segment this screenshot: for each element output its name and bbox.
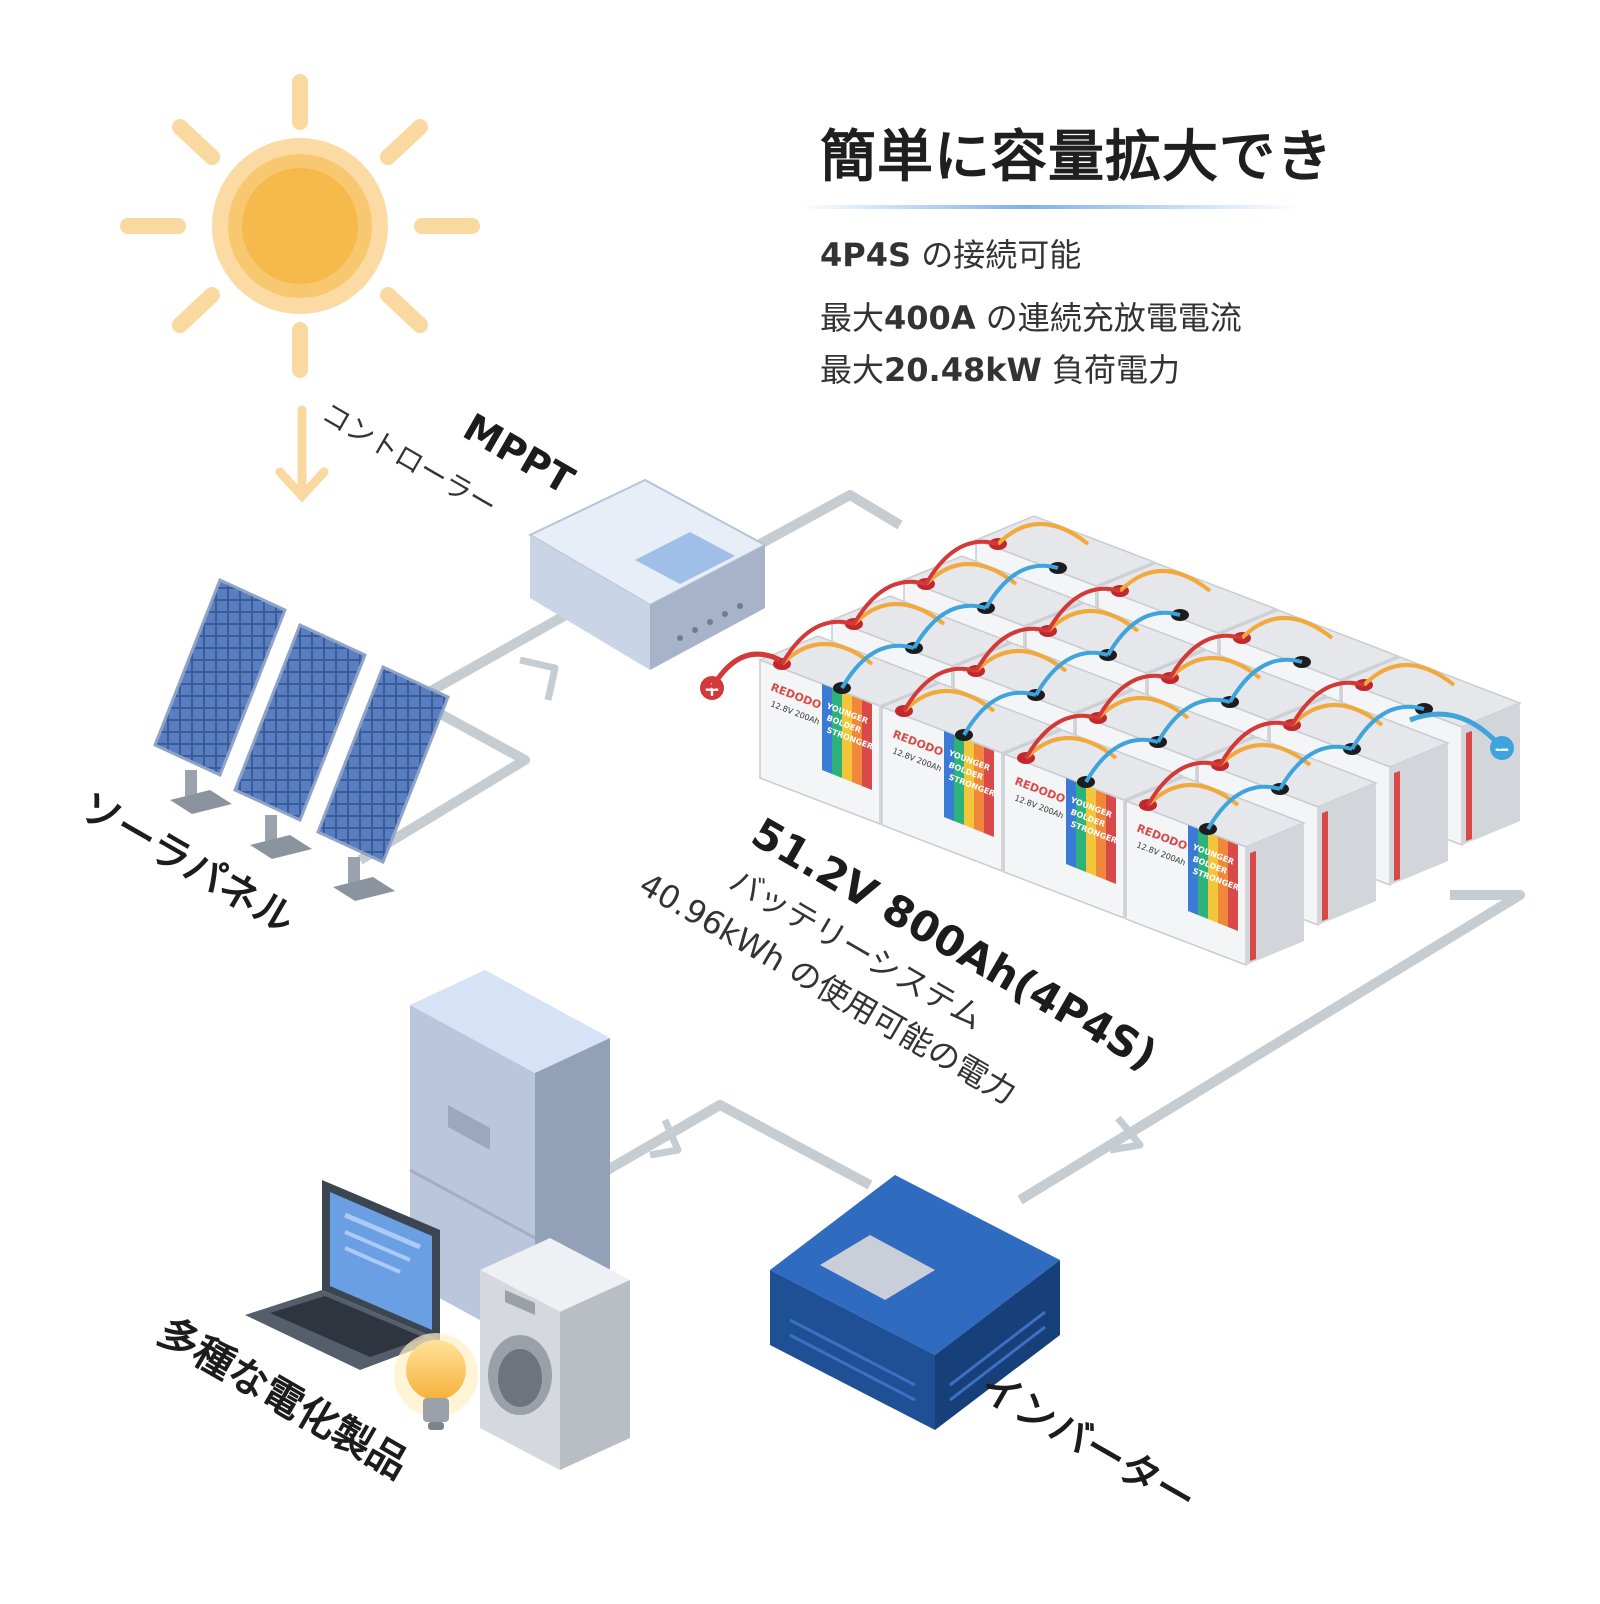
battery-positive-terminal: + bbox=[700, 676, 724, 701]
parallel-cable-red bbox=[1168, 633, 1243, 680]
wiring bbox=[357, 490, 1525, 1205]
flow-arrow-2 bbox=[1109, 1115, 1144, 1154]
main-negative-cable bbox=[1409, 711, 1504, 750]
page-heading: 簡単に容量拡大でき bbox=[820, 125, 1333, 190]
solar-panels-icon bbox=[153, 577, 450, 901]
series-cable bbox=[924, 562, 1018, 586]
parallel-cable-blue bbox=[912, 603, 987, 650]
flow-arrow-3 bbox=[649, 1118, 682, 1159]
series-cable bbox=[902, 689, 996, 713]
series-cable bbox=[1096, 696, 1190, 720]
parallel-cable-blue bbox=[1350, 704, 1425, 751]
solar-panel-1 bbox=[153, 577, 287, 814]
parallel-cable-blue bbox=[1206, 784, 1281, 831]
series-cable bbox=[780, 642, 874, 666]
parallel-cable-blue bbox=[1034, 650, 1109, 697]
series-cable bbox=[996, 522, 1090, 546]
wire-mppt-to-battery bbox=[737, 490, 903, 560]
parallel-cable-red bbox=[974, 626, 1049, 673]
parallel-cable-red bbox=[1290, 680, 1365, 727]
series-cable bbox=[1146, 783, 1240, 807]
parallel-cable-red bbox=[902, 666, 977, 713]
feature-1: 4P4S の接続可能 bbox=[820, 236, 1082, 274]
mppt-controller-icon bbox=[527, 478, 768, 670]
washing-machine-icon bbox=[480, 1238, 630, 1470]
light-bulb-icon bbox=[394, 1333, 478, 1430]
parallel-cable-blue bbox=[984, 563, 1059, 610]
laptop-icon bbox=[245, 1180, 440, 1370]
series-cable bbox=[1024, 736, 1118, 760]
series-cable bbox=[852, 602, 946, 626]
parallel-cable-blue bbox=[962, 690, 1037, 737]
feature-2: 最大400A の連続充放電電流 bbox=[820, 299, 1242, 337]
feature-3: 最大20.48kW 負荷電力 bbox=[820, 351, 1180, 389]
flow-arrow-1 bbox=[519, 656, 559, 701]
parallel-cable-red bbox=[1218, 720, 1293, 767]
parallel-cable-blue bbox=[840, 643, 915, 690]
parallel-cable-red bbox=[1096, 673, 1171, 720]
inverter-icon bbox=[770, 1175, 1060, 1430]
solar-panel-3 bbox=[316, 664, 450, 901]
parallel-cable-red bbox=[852, 579, 927, 626]
parallel-cable-blue bbox=[1156, 697, 1231, 744]
series-cable bbox=[1240, 616, 1334, 640]
parallel-cable-red bbox=[924, 539, 999, 586]
solar-panel-2 bbox=[233, 622, 367, 859]
series-cable bbox=[1290, 703, 1384, 727]
main-positive-cable bbox=[709, 651, 782, 690]
series-cable bbox=[974, 649, 1068, 673]
sunlight-arrow-icon bbox=[275, 405, 329, 503]
parallel-cable-blue bbox=[1106, 610, 1181, 657]
parallel-cable-red bbox=[1146, 760, 1221, 807]
wire-inverter-to-appliances bbox=[587, 1100, 873, 1190]
sun-icon bbox=[120, 74, 480, 378]
heading-underline bbox=[800, 205, 1300, 209]
series-cable bbox=[1362, 663, 1456, 687]
series-cable bbox=[1118, 569, 1212, 593]
series-cable bbox=[1168, 656, 1262, 680]
parallel-cable-blue bbox=[1084, 737, 1159, 784]
wire-battery-to-inverter bbox=[1017, 890, 1525, 1205]
parallel-cable-red bbox=[780, 619, 855, 666]
parallel-cable-blue bbox=[1278, 744, 1353, 791]
series-cable bbox=[1046, 609, 1140, 633]
parallel-cable-red bbox=[1024, 713, 1099, 760]
parallel-cable-blue bbox=[1228, 657, 1303, 704]
parallel-cable-red bbox=[1046, 586, 1121, 633]
series-cable bbox=[1218, 743, 1312, 767]
wire-solar-to-mppt bbox=[357, 585, 613, 865]
